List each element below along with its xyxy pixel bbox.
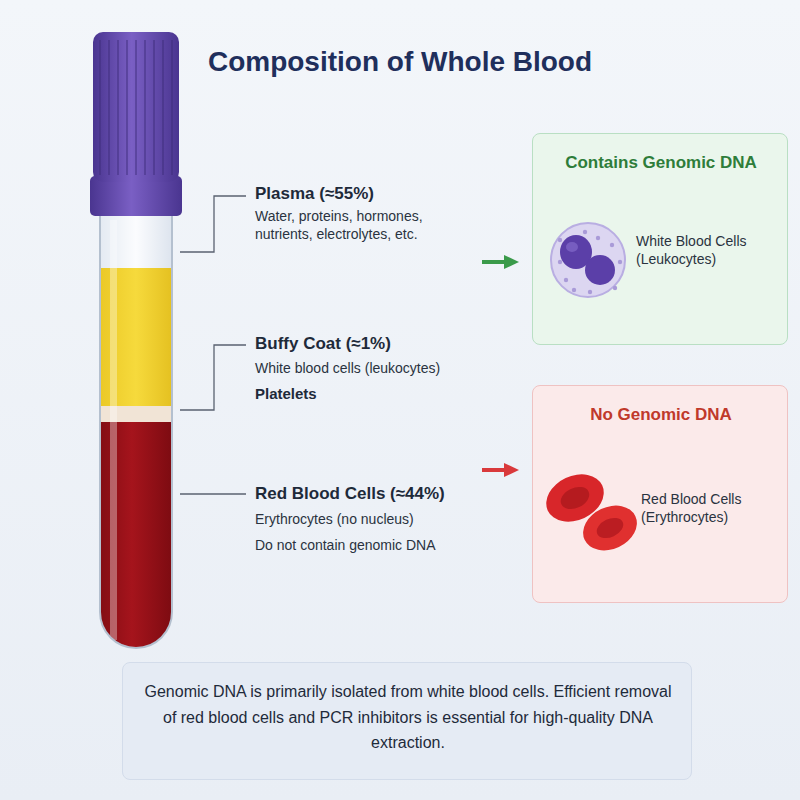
cap-ridge [153,40,155,175]
cap-ridge [126,40,128,175]
note-box: Genomic DNA is primarily isolated from w… [122,662,692,780]
wbc-granule [564,278,568,282]
leader-lines [180,196,246,494]
green-arrow-head [504,255,519,269]
box-heading: No Genomic DNA [541,404,781,426]
rbc-center [594,514,627,542]
pointer-arrows [482,255,519,477]
cell-name: Red Blood Cells (Erythrocytes) [641,490,781,526]
leader-line [180,493,246,494]
wbc-granule [583,230,587,234]
layer-description: Erythrocytes (no nucleus) [255,510,480,528]
layer-heading: Plasma (≈55%) [255,183,480,205]
wbc-highlight [566,242,578,252]
title: Composition of Whole Blood [0,44,800,80]
tube-cap [93,32,179,182]
wbc-granule [588,290,592,294]
red-arrow-head [504,463,519,477]
cap-ridge [108,40,110,175]
tube-highlight [110,220,117,640]
buffy-coat-layer [95,406,177,422]
wbc-membrane [551,223,625,297]
cell-name: White Blood Cells (Leukocytes) [636,232,781,268]
wbc-granule [613,286,617,290]
wbc-granule [610,243,614,247]
red-arrow [482,468,506,472]
layer-heading: Buffy Coat (≈1%) [255,333,480,355]
rbc-center [557,483,593,514]
red-blood-cell-icon [539,465,645,558]
wbc-granule [618,260,622,264]
green-arrow [482,260,506,264]
leader-line [180,196,246,252]
wbc-granules [558,230,622,294]
note-text: Genomic DNA is primarily isolated from w… [143,679,673,756]
layer-description: Water, proteins, hormones, nutrients, el… [255,207,480,243]
leader-line [180,345,246,410]
wbc-granule [572,288,576,292]
white-blood-cell-icon [551,223,625,297]
wbc-nucleus-lobe [585,255,615,285]
wbc-granule [558,238,562,242]
cap-ridges [100,40,172,175]
layer-description: White blood cells (leukocytes) [255,359,480,377]
layer-heading: Red Blood Cells (≈44%) [255,483,480,505]
cap-ridge [144,40,146,175]
layer-description: Do not contain genomic DNA [255,536,480,554]
cap-ridge [99,40,101,175]
box-heading: Contains Genomic DNA [541,152,781,174]
plasma-layer [95,268,177,406]
info-box: No Genomic DNA Red Blood Cells (Erythrocy… [532,385,788,603]
layer-description: Platelets [255,384,480,404]
wbc-granule [558,260,562,264]
tube-outline [100,214,172,648]
rbc-disc [576,497,645,559]
rbc-disc [539,465,612,530]
wbc-granule [596,236,600,240]
wbc-nucleus-lobe [560,235,592,269]
cap-ridge [117,40,119,175]
info-box: Contains Genomic DNA White Blood Cells (L… [532,133,788,345]
cap-ridge [171,40,173,175]
cap-ridge [162,40,164,175]
cap-ridge [135,40,137,175]
red-cell-layer [95,422,177,662]
